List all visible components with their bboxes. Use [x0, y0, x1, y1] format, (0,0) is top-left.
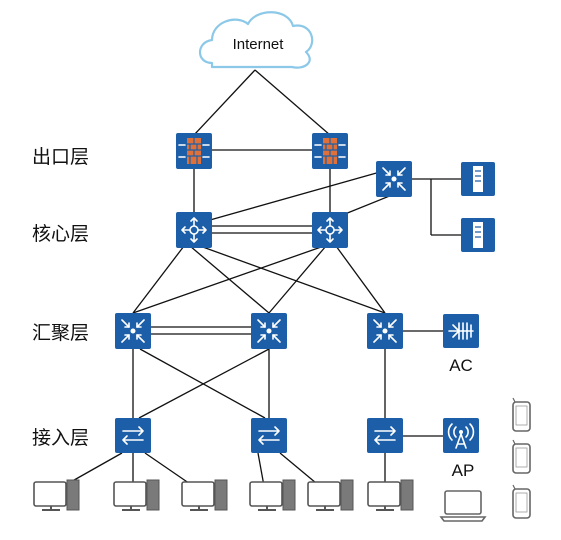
pc-icon: [113, 479, 160, 511]
pc-icon: [367, 479, 414, 511]
switch-icon: [367, 313, 403, 349]
switch-icon: [376, 161, 412, 197]
phone-icon: [512, 484, 531, 519]
phone-icon: [512, 397, 531, 432]
server-icon: [461, 218, 495, 252]
laptop-icon: [439, 490, 487, 522]
phone-icon: [512, 439, 531, 474]
firewall-icon: [312, 133, 348, 169]
switch-icon: [251, 313, 287, 349]
access-switch-icon: [367, 418, 403, 453]
ap-label: AP: [452, 461, 475, 480]
wireless-controller-icon: [443, 314, 479, 348]
pc-icon: [249, 479, 296, 511]
pc-icon: [181, 479, 228, 511]
ac-label: AC: [449, 356, 473, 375]
internet-cloud: Internet: [198, 11, 314, 69]
router-icon: [312, 212, 348, 248]
links: [59, 69, 461, 489]
layer-label-egress: 出口层: [32, 146, 89, 168]
internet-label: Internet: [233, 36, 285, 53]
pc-icon: [33, 479, 80, 511]
access-switch-icon: [251, 418, 287, 453]
server-icon: [461, 162, 495, 196]
access-switch-icon: [115, 418, 151, 453]
switch-icon: [115, 313, 151, 349]
access-point-icon: [443, 418, 479, 453]
pc-icon: [307, 479, 354, 511]
router-icon: [176, 212, 212, 248]
layer-label-aggregation: 汇聚层: [32, 322, 89, 344]
layer-label-core: 核心层: [32, 223, 89, 245]
layer-label-access: 接入层: [32, 427, 89, 449]
firewall-icon: [176, 133, 212, 169]
